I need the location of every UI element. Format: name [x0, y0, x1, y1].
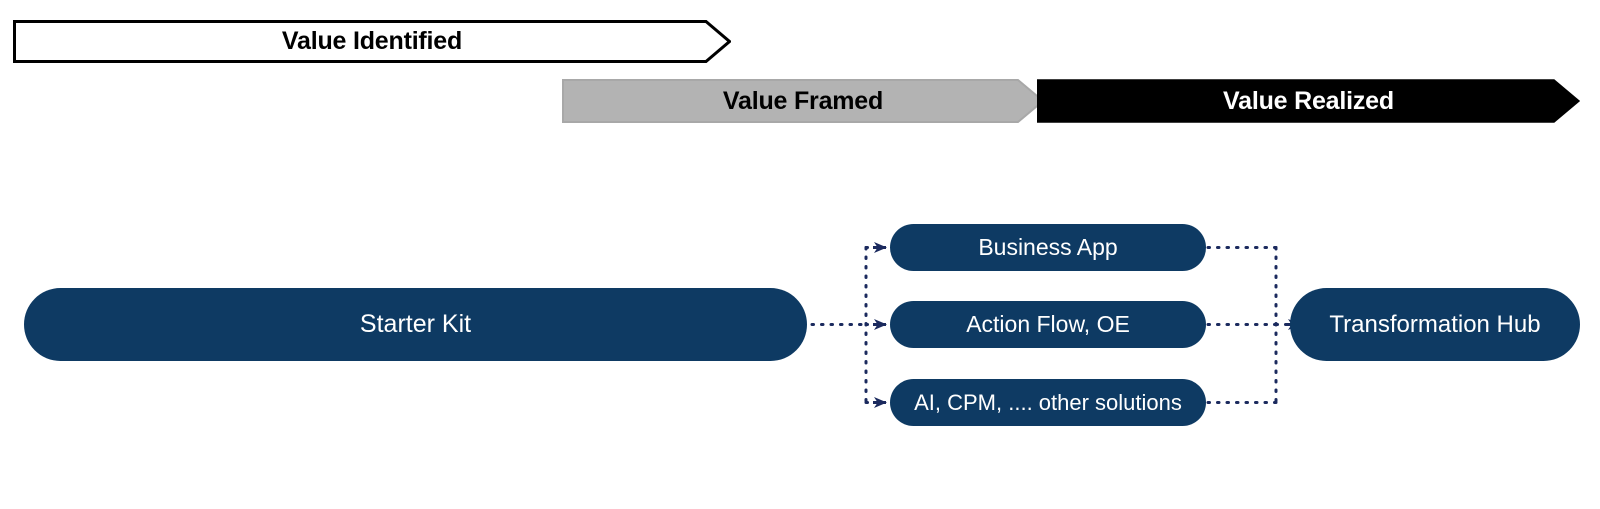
node-other-solutions[interactable]: AI, CPM, .... other solutions: [890, 379, 1206, 426]
chevron-shape-value-framed: [562, 79, 1044, 123]
node-label-starter-kit: Starter Kit: [359, 310, 472, 338]
stage-banner-value-realized[interactable]: Value Realized: [1037, 79, 1580, 123]
node-business-app[interactable]: Business App: [890, 224, 1206, 271]
node-label-action-flow-oe: Action Flow, OE: [966, 311, 1130, 337]
node-starter-kit[interactable]: Starter Kit: [24, 288, 807, 361]
stage-banner-label-value-realized: Value Realized: [1223, 86, 1394, 115]
node-transformation-hub[interactable]: Transformation Hub: [1290, 288, 1580, 361]
node-label-other-solutions: AI, CPM, .... other solutions: [914, 389, 1182, 415]
stage-banner-label-value-framed: Value Framed: [722, 86, 884, 115]
node-action-flow-oe[interactable]: Action Flow, OE: [890, 301, 1206, 348]
chevron-shape-value-realized: [1037, 79, 1580, 123]
node-label-business-app: Business App: [978, 234, 1118, 260]
stage-banner-label-value-identified: Value Identified: [281, 27, 463, 55]
stage-banner-value-framed[interactable]: Value Framed: [562, 79, 1044, 123]
chevron-shape-value-identified: [13, 20, 731, 63]
stage-banner-value-identified[interactable]: Value Identified: [13, 20, 731, 63]
node-label-transformation-hub: Transformation Hub: [1329, 310, 1541, 338]
